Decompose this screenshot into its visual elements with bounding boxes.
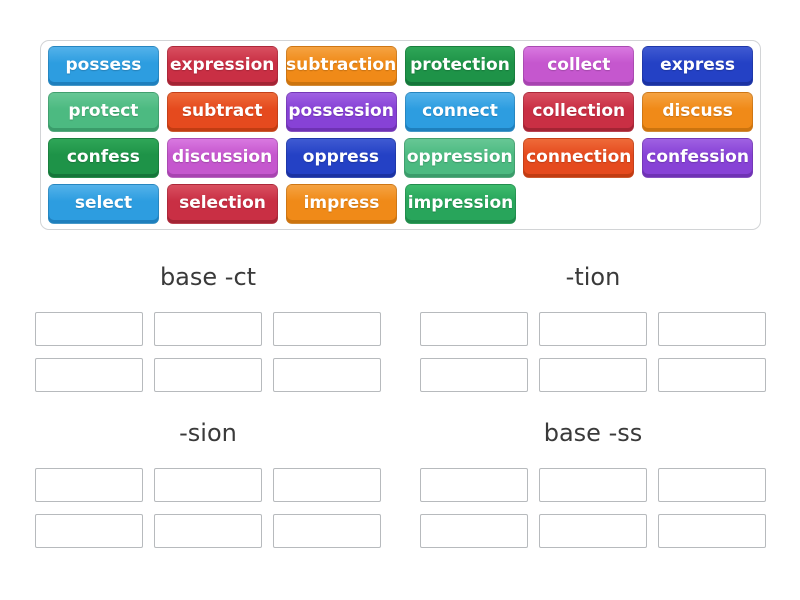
empty-slot[interactable] — [273, 358, 381, 392]
word-tile-label: collect — [547, 54, 611, 75]
word-tile-label: oppression — [406, 146, 513, 167]
group-label: base -ct — [159, 263, 257, 291]
empty-slot[interactable] — [154, 514, 262, 548]
word-tile-label: impression — [407, 192, 514, 213]
word-tile[interactable]: selection — [167, 184, 278, 224]
word-tile[interactable]: connection — [523, 138, 635, 178]
slot-grid — [35, 468, 381, 548]
word-tile[interactable]: possess — [48, 46, 159, 86]
empty-slot[interactable] — [539, 514, 647, 548]
empty-slot[interactable] — [35, 358, 143, 392]
empty-slot[interactable] — [154, 312, 262, 346]
word-bank-row: possess expression subtraction protectio… — [48, 46, 753, 86]
word-tile-label: discuss — [662, 100, 733, 121]
word-tile[interactable]: subtract — [166, 92, 278, 132]
word-tile[interactable]: discussion — [166, 138, 278, 178]
slot-grid — [420, 312, 766, 392]
empty-slot[interactable] — [154, 468, 262, 502]
word-tile[interactable]: impression — [405, 184, 516, 224]
word-tile[interactable]: expression — [166, 46, 278, 86]
word-tile-label: discussion — [172, 146, 273, 167]
word-tile-label: subtraction — [286, 54, 397, 75]
word-tile[interactable]: connect — [404, 92, 516, 132]
empty-slot[interactable] — [273, 514, 381, 548]
word-tile-label: confess — [66, 146, 140, 167]
word-tile[interactable]: express — [642, 46, 753, 86]
word-tile-label: collection — [532, 100, 626, 121]
word-tile-label: protect — [68, 100, 139, 121]
word-tile[interactable]: possession — [285, 92, 397, 132]
empty-slot[interactable] — [420, 514, 528, 548]
group-base-ss: base -ss — [420, 418, 766, 548]
empty-slot[interactable] — [420, 358, 528, 392]
group-label: -tion — [565, 263, 621, 291]
word-tile-label: express — [660, 54, 735, 75]
word-tile-label: connect — [422, 100, 498, 121]
group-label: -sion — [179, 419, 237, 447]
empty-slot[interactable] — [658, 358, 766, 392]
word-tile-label: selection — [179, 192, 266, 213]
empty-slot[interactable] — [35, 312, 143, 346]
word-tile[interactable]: protection — [404, 46, 516, 86]
slot-grid — [35, 312, 381, 392]
slot-grid — [420, 468, 766, 548]
word-tile[interactable]: subtraction — [285, 46, 397, 86]
empty-slot[interactable] — [35, 468, 143, 502]
word-tile-label: possession — [288, 100, 394, 121]
word-tile-label: connection — [526, 146, 632, 167]
word-tile-label: possess — [65, 54, 142, 75]
word-tile[interactable]: select — [48, 184, 159, 224]
word-bank-row: select selection impress impression — [48, 184, 753, 224]
word-tile[interactable]: collect — [523, 46, 635, 86]
word-tile[interactable]: impress — [286, 184, 397, 224]
empty-slot[interactable] — [658, 312, 766, 346]
empty-slot[interactable] — [658, 468, 766, 502]
empty-slot[interactable] — [539, 358, 647, 392]
group-tion: -tion — [420, 262, 766, 392]
word-tile[interactable]: oppress — [285, 138, 397, 178]
word-tile-label: impress — [303, 192, 380, 213]
group-sion: -sion — [35, 418, 381, 548]
empty-slot[interactable] — [35, 514, 143, 548]
word-bank-row: protect subtract possession connect coll… — [48, 92, 753, 132]
word-tile-label: expression — [169, 54, 275, 75]
empty-slot[interactable] — [420, 468, 528, 502]
empty-slot[interactable] — [154, 358, 262, 392]
word-tile[interactable]: discuss — [642, 92, 753, 132]
empty-slot[interactable] — [539, 468, 647, 502]
word-tile[interactable]: confession — [642, 138, 753, 178]
empty-slot[interactable] — [273, 312, 381, 346]
word-tile[interactable]: collection — [523, 92, 635, 132]
group-base-ct: base -ct — [35, 262, 381, 392]
word-tile[interactable]: confess — [48, 138, 159, 178]
word-tile[interactable]: oppression — [404, 138, 516, 178]
empty-slot[interactable] — [658, 514, 766, 548]
word-tile-label: confession — [646, 146, 749, 167]
empty-slot[interactable] — [420, 312, 528, 346]
word-tile[interactable]: protect — [48, 92, 159, 132]
word-tile-label: protection — [410, 54, 510, 75]
word-tile-label: subtract — [181, 100, 263, 121]
word-bank: possess expression subtraction protectio… — [40, 40, 761, 230]
empty-slot[interactable] — [273, 468, 381, 502]
word-tile-label: oppress — [302, 146, 379, 167]
word-tile-label: select — [74, 192, 133, 213]
word-bank-row: confess discussion oppress oppression co… — [48, 138, 753, 178]
empty-slot[interactable] — [539, 312, 647, 346]
group-label: base -ss — [543, 419, 643, 447]
